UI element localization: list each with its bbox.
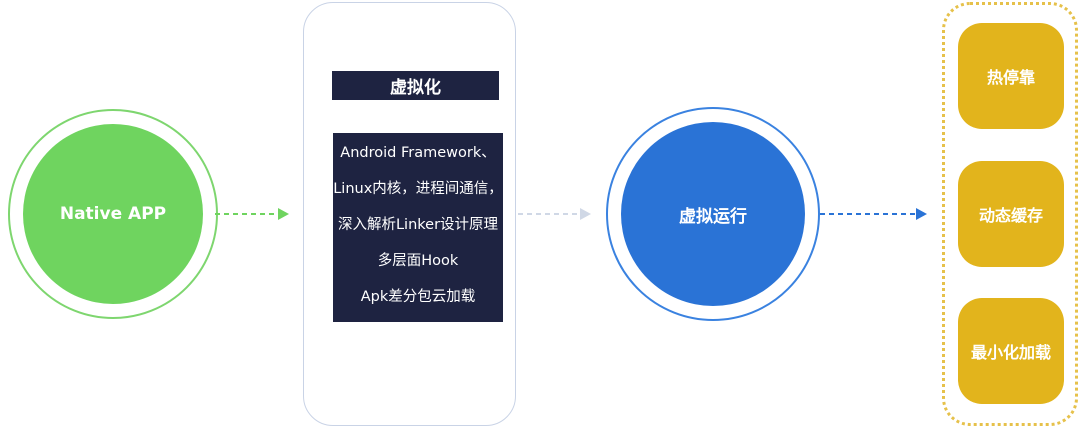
arrow-gray	[518, 208, 591, 220]
runtime-circle: 虚拟运行	[621, 122, 805, 306]
virtualization-details: Android Framework、 Linux内核，进程间通信， 深入解析Li…	[333, 133, 503, 322]
detail-item: Apk差分包云加载	[360, 289, 476, 305]
feature-dynamic-cache: 动态缓存	[958, 161, 1064, 267]
detail-item: Linux内核，进程间通信，	[333, 181, 503, 197]
detail-item: 多层面Hook	[377, 253, 459, 269]
arrow-blue	[820, 208, 927, 220]
detail-item: 深入解析Linker设计原理	[337, 217, 499, 233]
runtime-outer-ring	[606, 107, 820, 321]
feature-minimal-load: 最小化加载	[958, 298, 1064, 404]
runtime-label: 虚拟运行	[679, 206, 747, 227]
native-app-circle: Native APP	[23, 124, 203, 304]
arrow-green	[215, 208, 289, 220]
virtualization-title: 虚拟化	[332, 71, 499, 100]
native-app-label: Native APP	[59, 204, 167, 224]
features-group	[942, 2, 1078, 426]
phone-frame	[303, 2, 516, 426]
detail-item: Android Framework、	[340, 145, 496, 161]
feature-hot-dock: 热停靠	[958, 23, 1064, 129]
